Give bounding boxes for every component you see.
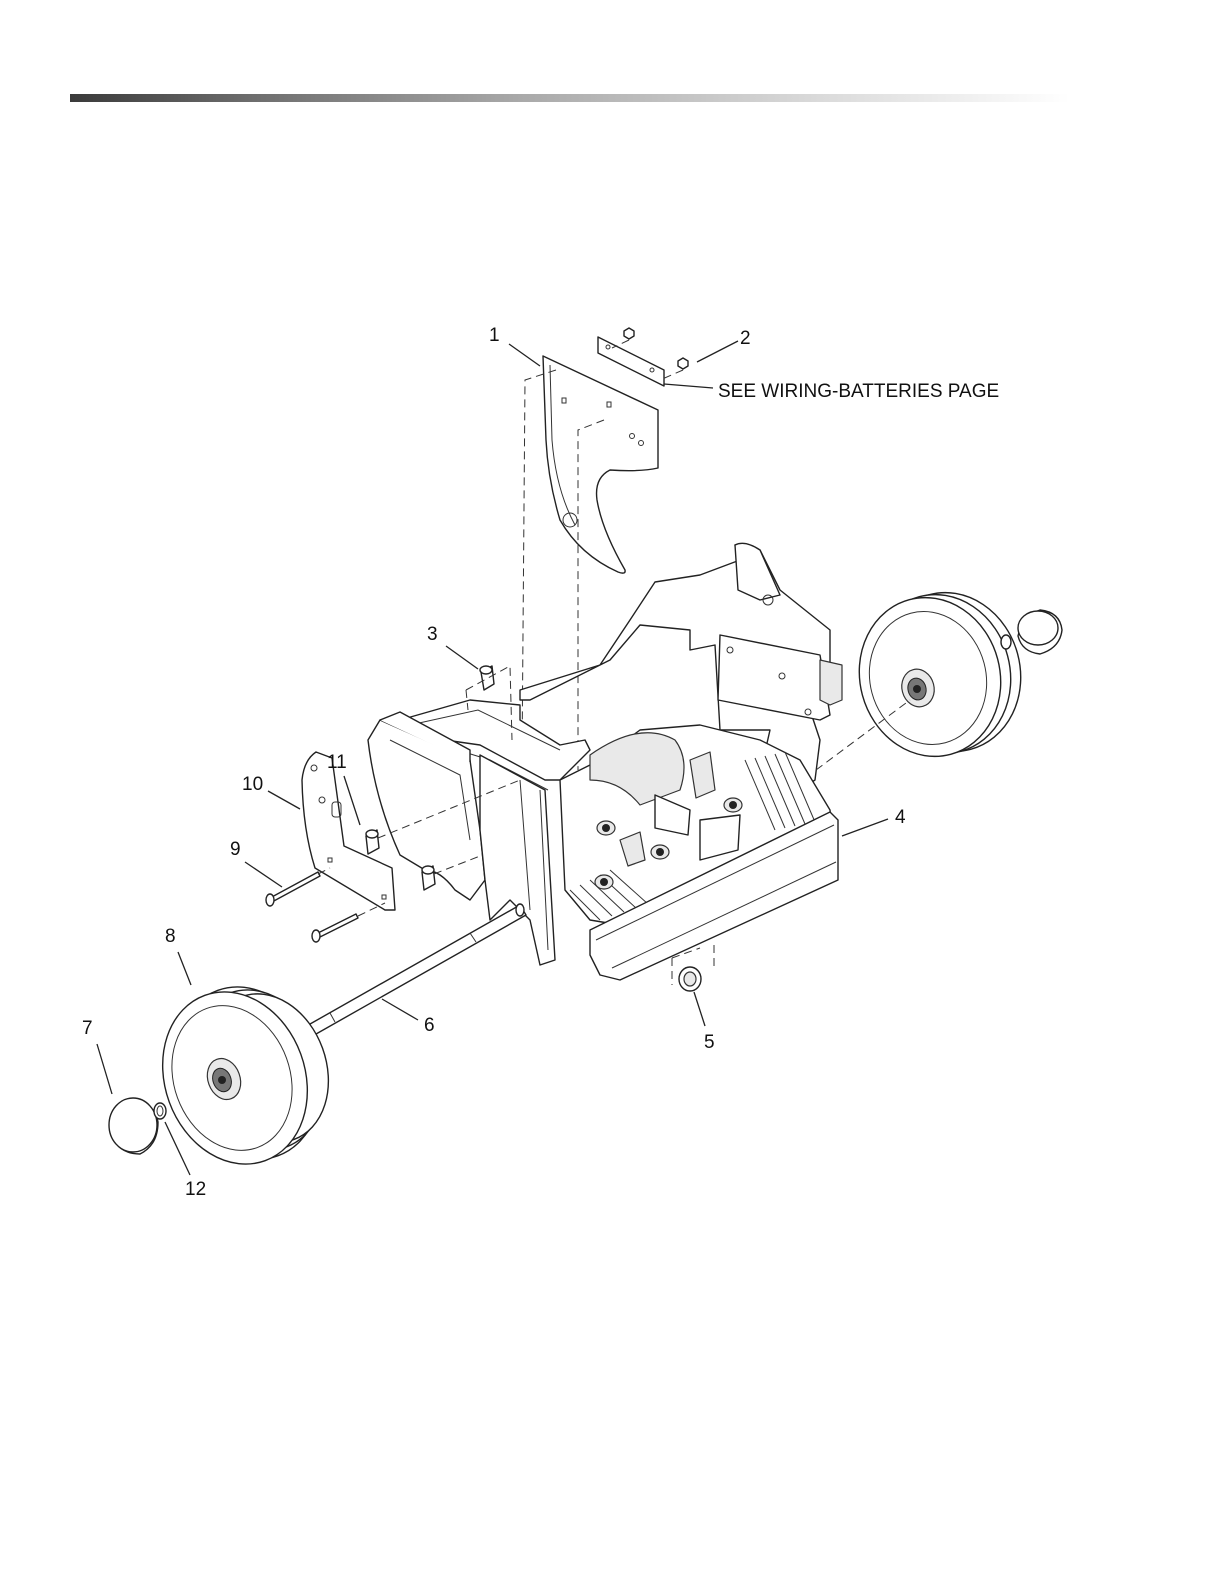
wiring-batteries-note: SEE WIRING-BATTERIES PAGE [718, 381, 999, 402]
part-12-retaining-ring [154, 1103, 166, 1119]
callout-12: 12 [185, 1179, 206, 1200]
callout-8: 8 [165, 926, 176, 947]
callout-1: 1 [489, 325, 500, 346]
part-8-wheel-left [139, 966, 348, 1184]
callout-11: 11 [327, 752, 347, 773]
callout-10: 10 [242, 774, 263, 795]
part-2-terminal-bracket [598, 328, 688, 386]
callout-6: 6 [424, 1015, 435, 1036]
part-4-main-frame [368, 543, 842, 980]
callout-2: 2 [740, 328, 751, 349]
callout-5: 5 [704, 1032, 715, 1053]
callout-9: 9 [230, 839, 241, 860]
callout-4: 4 [895, 807, 906, 828]
part-1-bracket-plate [543, 356, 658, 573]
part-7-hub-cap [109, 1098, 158, 1154]
callout-7: 7 [82, 1018, 93, 1039]
callout-3: 3 [427, 624, 438, 645]
wheel-right [816, 577, 1062, 773]
